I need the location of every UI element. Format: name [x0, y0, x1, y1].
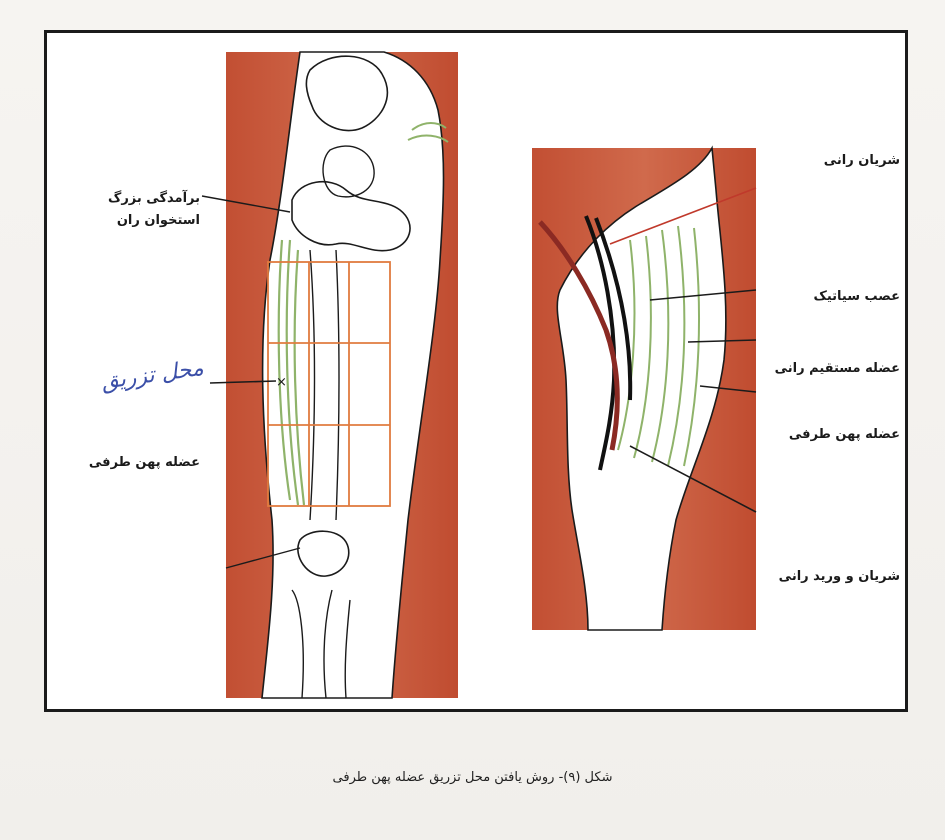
label-rectus-femoris: عضله مستقیم رانی — [764, 358, 900, 380]
label-sciatic-nerve: عصب سیاتیک — [770, 286, 900, 308]
label-femoral-artery: شریان رانی — [770, 150, 900, 172]
label-greater-trochanter-2: استخوان ران — [70, 210, 200, 232]
label-vastus-lateralis-left: عضله پهن طرفی — [60, 452, 200, 474]
label-femoral-artery-vein: شریان و ورید رانی — [756, 566, 900, 588]
right-thigh-panel — [532, 148, 756, 630]
label-vastus-lateralis-right: عضله پهن طرفی — [770, 424, 900, 446]
figure-caption: شکل (۹)- روش یافتن محل تزریق عضله پهن طر… — [0, 770, 945, 785]
left-thigh-panel: × — [202, 52, 458, 698]
label-greater-trochanter-1: برآمدگی بزرگ — [70, 188, 200, 210]
injection-mark: × — [276, 375, 287, 390]
